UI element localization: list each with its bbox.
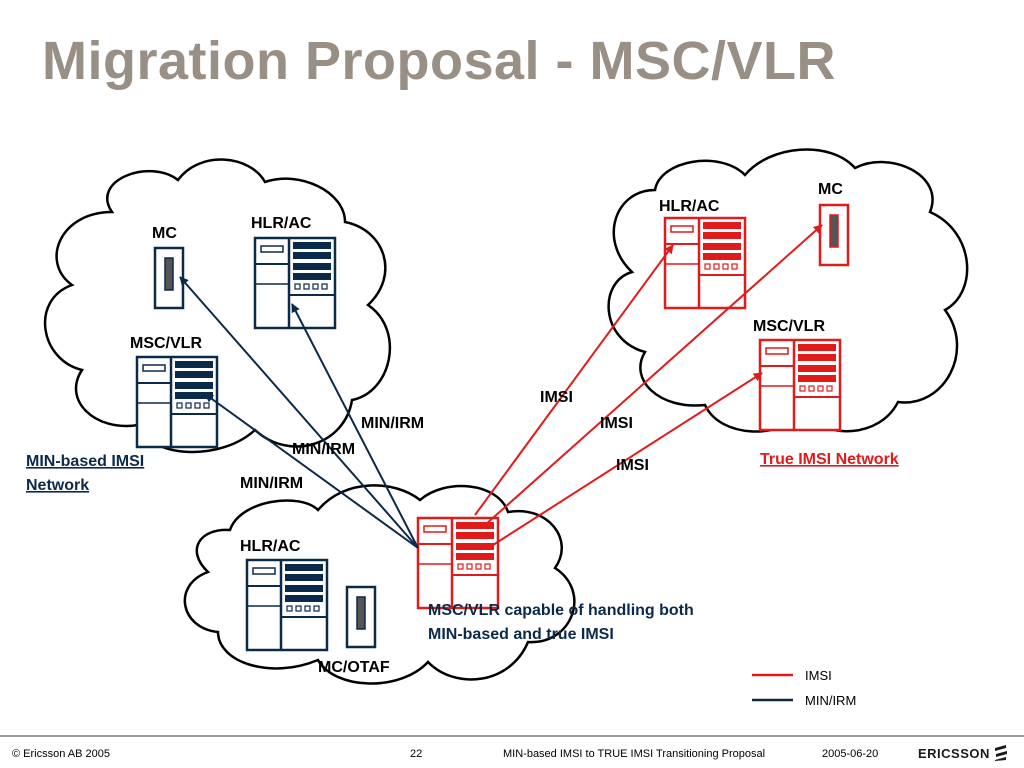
imsi-msc-label: MSC/VLR	[753, 318, 825, 335]
footer-doc-title: MIN-based IMSI to TRUE IMSI Transitionin…	[503, 748, 766, 760]
min-irm-label-1: MIN/IRM	[361, 415, 424, 432]
imsi-hlr-label: HLR/AC	[659, 198, 720, 215]
min-network-label-line2: Network	[26, 477, 89, 494]
footer-date: 2005-06-20	[822, 748, 879, 760]
ericsson-logo-mark-icon	[994, 745, 1007, 761]
imsi-link-to-msc	[492, 372, 763, 546]
legend: IMSI MIN/IRM	[752, 668, 856, 708]
footer-page-number: 22	[410, 748, 423, 760]
min-irm-link-to-msc	[204, 393, 419, 549]
footer-copyright: © Ericsson AB 2005	[12, 748, 110, 760]
home-mc-otaf-node	[345, 585, 377, 649]
imsi-label-1: IMSI	[540, 389, 573, 406]
network-diagram: MC HLR/AC MSC/VLR HLR/AC MC MSC/VLR HLR/…	[26, 148, 969, 708]
imsi-msc-node	[758, 338, 842, 432]
imsi-hlr-node	[663, 216, 747, 310]
cloud-min-based-network	[43, 158, 392, 454]
min-irm-link-to-hlr	[291, 303, 419, 549]
min-hlr-node	[253, 236, 337, 330]
home-mc-otaf-label: MC/OTAF	[318, 659, 390, 676]
imsi-network-label: True IMSI Network	[760, 451, 899, 468]
imsi-label-2: IMSI	[600, 415, 633, 432]
slide-title: Migration Proposal - MSC/VLR	[42, 31, 837, 91]
legend-min-irm-label: MIN/IRM	[805, 693, 856, 708]
cloud-home-network	[183, 484, 576, 685]
dual-msc-caption-line2: MIN-based and true IMSI	[428, 626, 614, 643]
min-mc-label: MC	[152, 225, 177, 242]
imsi-link-to-mc	[484, 224, 823, 526]
min-irm-label-3: MIN/IRM	[240, 475, 303, 492]
min-mc-node	[153, 246, 185, 310]
dual-msc-caption-line1: MSC/VLR capable of handling both	[428, 602, 694, 619]
min-irm-link-to-mc	[179, 276, 419, 549]
imsi-mc-node	[818, 203, 850, 267]
home-hlr-node	[245, 558, 329, 652]
imsi-link-to-hlr	[474, 244, 674, 516]
imsi-mc-label: MC	[818, 181, 843, 198]
dual-msc-node	[416, 516, 500, 610]
ericsson-logo: ERICSSON	[918, 744, 1008, 762]
imsi-label-3: IMSI	[616, 457, 649, 474]
min-network-label-line1: MIN-based IMSI	[26, 453, 144, 470]
min-hlr-label: HLR/AC	[251, 215, 312, 232]
min-msc-label: MSC/VLR	[130, 335, 202, 352]
home-hlr-label: HLR/AC	[240, 538, 301, 555]
min-msc-node	[135, 355, 219, 449]
min-irm-label-2: MIN/IRM	[292, 441, 355, 458]
ericsson-logo-text: ERICSSON	[918, 745, 990, 761]
footer-divider	[0, 735, 1024, 737]
legend-imsi-label: IMSI	[805, 668, 832, 683]
